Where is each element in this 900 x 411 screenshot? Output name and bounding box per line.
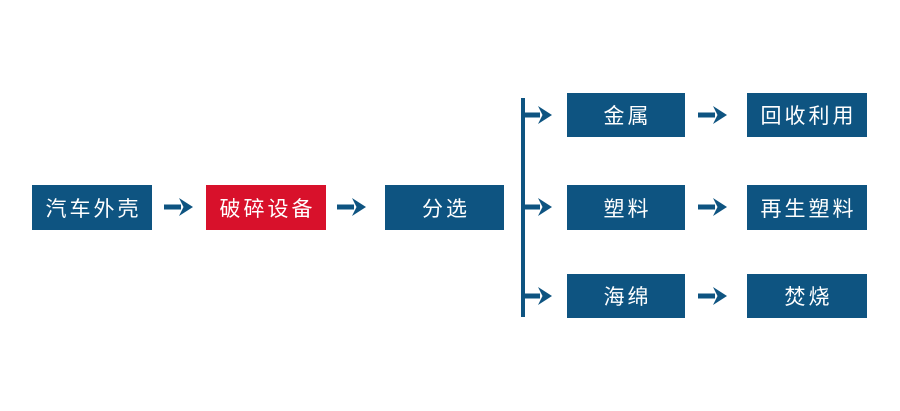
node-sponge: 海绵 [567,274,685,318]
node-sorting: 分选 [385,185,504,230]
arrow-plastic-to-recycled-icon [698,198,727,216]
arrow-metal-to-recycling-icon [698,106,727,124]
arrow-branch-sponge-icon [523,287,552,305]
arrow-branch-metal-icon [523,106,552,124]
node-recycled-plastic: 再生塑料 [747,185,867,230]
arrow-sponge-to-incineration-icon [698,287,727,305]
node-car-shell: 汽车外壳 [32,185,152,230]
node-plastic: 塑料 [567,185,685,230]
node-metal: 金属 [567,93,685,137]
node-recycling-use: 回收利用 [747,93,867,137]
arrow-branch-plastic-icon [523,198,552,216]
arrow-crusher-to-sorting-icon [337,198,366,216]
arrow-car-to-crusher-icon [164,198,193,216]
node-crusher: 破碎设备 [206,185,326,230]
node-incineration: 焚烧 [747,274,867,318]
